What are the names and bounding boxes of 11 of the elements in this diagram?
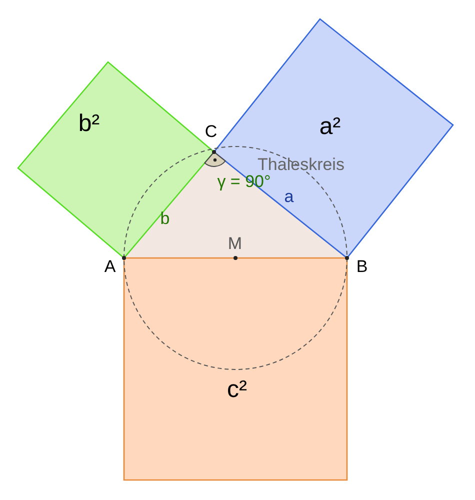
point-label: C — [204, 122, 218, 142]
square — [124, 258, 347, 480]
area-label: c² — [227, 376, 247, 404]
side-label: a — [284, 187, 294, 207]
area-label: b² — [78, 110, 100, 138]
point-label: B — [356, 257, 368, 277]
side-label: b — [160, 209, 170, 229]
circle-label: Thaleskreis — [258, 155, 344, 175]
point-label: M — [228, 234, 242, 254]
area-label: a² — [319, 113, 341, 141]
point-label: A — [104, 257, 116, 277]
